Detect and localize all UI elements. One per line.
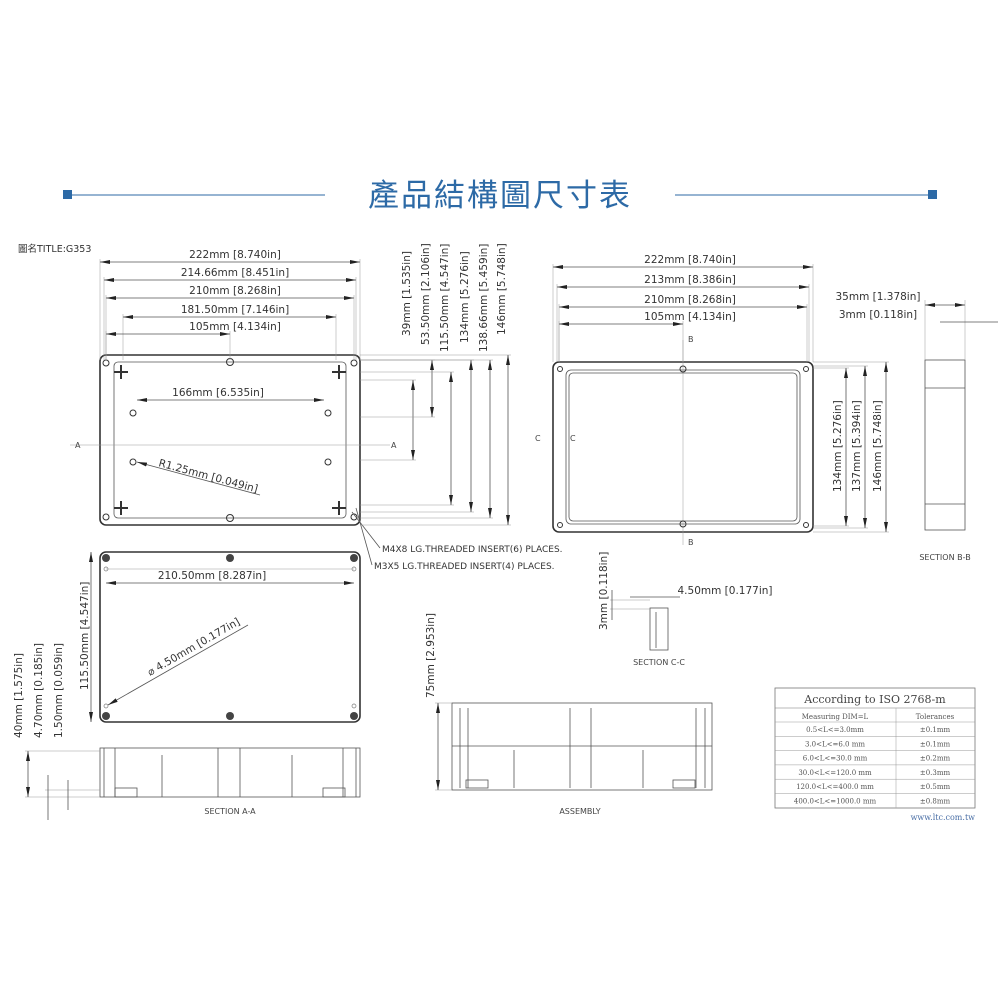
top-height-dim-5: 146mm [5.748in] [496, 243, 508, 335]
top-view: A A 166mm [6.535in] R1.25mm [0.049in] M4… [70, 354, 563, 572]
tolerance-range: 400.0<L<=1000.0 mm [794, 798, 877, 806]
tolerance-row: 3.0<L<=6.0 mm ±0.1mm [805, 740, 951, 748]
tolerance-value: ±0.1mm [920, 740, 951, 748]
tolerance-table: According to ISO 2768-m Measuring DIM=L … [774, 687, 976, 809]
tolerance-range: 6.0<L<=30.0 mm [803, 755, 868, 763]
top-width-dim-2: 210mm [8.268in] [189, 285, 281, 297]
tolerance-value: ±0.3mm [920, 769, 951, 777]
section-c-c-thickness-dim: 3mm [0.118in] [598, 552, 610, 630]
section-a-a-label: SECTION A-A [204, 807, 256, 816]
drawing-title: 圖名TITLE:G353 [18, 243, 91, 255]
top-height-dim-4: 138.66mm [5.459in] [478, 244, 490, 352]
section-b-b-depth-dim: 35mm [1.378in] [836, 291, 921, 303]
tolerance-row: 6.0<L<=30.0 mm ±0.2mm [803, 755, 951, 763]
section-marker-a-left: A [75, 441, 81, 450]
tolerance-range: 120.0<L<=400.0 mm [796, 783, 874, 791]
page-title: 產品結構圖尺寸表 [368, 178, 632, 214]
assembly-view: 75mm [2.953in] ASSEMBLY [425, 613, 713, 816]
tolerance-table-title: According to ISO 2768-m [803, 693, 946, 706]
section-marker-c-right: C [570, 434, 576, 443]
lid-view: B B C C [535, 335, 814, 547]
tolerance-row: 0.5<L<=3.0mm ±0.1mm [806, 726, 950, 734]
bottom-width-dim: 210.50mm [8.287in] [158, 570, 266, 582]
top-width-dim-1: 214.66mm [8.451in] [181, 267, 289, 279]
lid-width-dim-2: 210mm [8.268in] [644, 294, 736, 306]
top-width-dim-4: 105mm [4.134in] [189, 321, 281, 333]
section-marker-a-right: A [391, 441, 397, 450]
tolerance-value: ±0.8mm [920, 798, 951, 806]
section-b-b-wall-dim: 3mm [0.118in] [839, 309, 917, 321]
header-square-right-icon [928, 190, 937, 199]
tolerance-range: 30.0<L<=120.0 mm [798, 769, 872, 777]
hole-spacing-dim: 166mm [6.535in] [172, 387, 264, 399]
section-marker-b-bottom: B [688, 538, 694, 547]
assembly-height-dim: 75mm [2.953in] [425, 613, 437, 698]
top-width-dim-3: 181.50mm [7.146in] [181, 304, 289, 316]
section-b-b: 35mm [1.378in] 3mm [0.118in] SECTION B-B [836, 291, 998, 562]
section-c-c-label: SECTION C-C [633, 658, 685, 667]
section-b-b-label: SECTION B-B [919, 553, 970, 562]
lid-width-dim-0: 222mm [8.740in] [644, 254, 736, 266]
section-marker-c-left: C [535, 434, 541, 443]
lid-width-dim-3: 105mm [4.134in] [644, 311, 736, 323]
tolerance-row: 30.0<L<=120.0 mm ±0.3mm [798, 769, 950, 777]
section-c-c-width-dim: 4.50mm [0.177in] [678, 585, 773, 597]
section-a-a-floor-dim: 4.70mm [0.185in] [33, 643, 45, 738]
section-a-a-lip-dim: 1.50mm [0.059in] [53, 643, 65, 738]
tolerance-row: 120.0<L<=400.0 mm ±0.5mm [796, 783, 950, 791]
tolerance-header-dim: Measuring DIM=L [802, 713, 869, 721]
lid-height-dim-0: 134mm [5.276in] [832, 400, 844, 492]
lid-height-dim-2: 146mm [5.748in] [872, 400, 884, 492]
note-m4-insert: M4X8 LG.THREADED INSERT(6) PLACES. [382, 545, 563, 555]
assembly-label: ASSEMBLY [559, 807, 600, 816]
top-height-dim-1: 53.50mm [2.106in] [420, 243, 432, 345]
bottom-view: 210.50mm [8.287in] 115.50mm [4.547in] ⌀ … [79, 551, 361, 723]
page-header: 產品結構圖尺寸表 [63, 178, 937, 214]
tolerance-row: 400.0<L<=1000.0 mm ±0.8mm [794, 798, 951, 806]
top-view-dimensions: 222mm [8.740in] 214.66mm [8.451in] 210mm [… [99, 243, 511, 526]
top-height-dim-3: 134mm [5.276in] [459, 251, 471, 343]
bottom-height-dim: 115.50mm [4.547in] [79, 582, 91, 690]
lid-height-dim-1: 137mm [5.394in] [851, 400, 863, 492]
lid-view-dimensions: 222mm [8.740in] 213mm [8.386in] 210mm [8.2… [552, 254, 889, 533]
tolerance-value: ±0.5mm [920, 783, 951, 791]
note-m3-insert: M3X5 LG.THREADED INSERT(4) PLACES. [374, 562, 555, 572]
tolerance-value: ±0.2mm [920, 755, 951, 763]
section-a-a: 40mm [1.575in] 4.70mm [0.185in] 1.50mm [… [13, 643, 361, 820]
website-link[interactable]: www.ltc.com.tw [911, 813, 976, 822]
header-square-left-icon [63, 190, 72, 199]
top-height-dim-0: 39mm [1.535in] [401, 251, 413, 336]
section-marker-b-top: B [688, 335, 694, 344]
top-width-dim-0: 222mm [8.740in] [189, 249, 281, 261]
tolerance-range: 0.5<L<=3.0mm [806, 726, 864, 734]
section-a-a-height-dim: 40mm [1.575in] [13, 653, 25, 738]
tolerance-header-tol: Tolerances [916, 713, 955, 721]
lid-width-dim-1: 213mm [8.386in] [644, 274, 736, 286]
section-c-c: 3mm [0.118in] 4.50mm [0.177in] SECTION C… [598, 552, 773, 667]
top-height-dim-2: 115.50mm [4.547in] [439, 244, 451, 352]
tolerance-range: 3.0<L<=6.0 mm [805, 740, 865, 748]
tolerance-value: ±0.1mm [920, 726, 951, 734]
